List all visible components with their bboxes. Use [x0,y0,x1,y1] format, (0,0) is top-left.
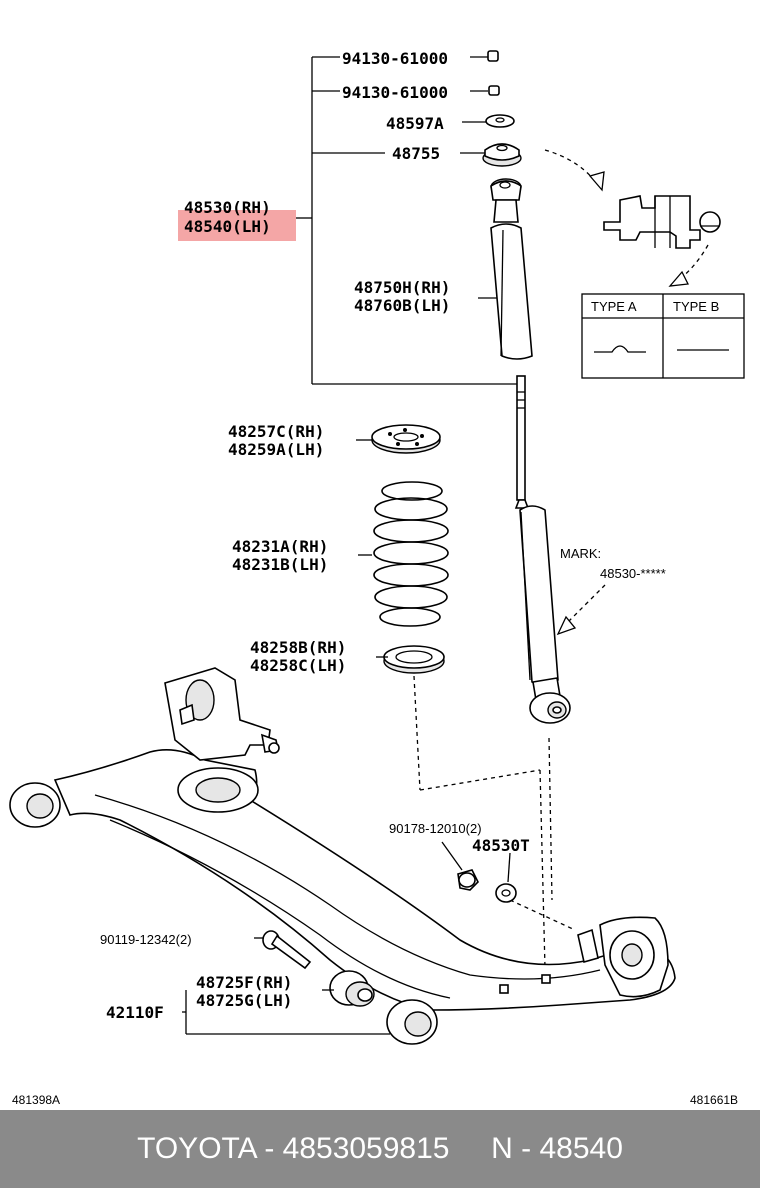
alignment-lines [413,675,576,975]
label-48725f: 48725F(RH) [196,973,292,992]
mount-cross-section [603,195,721,249]
spring-insulator-lower [383,645,445,674]
label-48530t: 48530T [472,836,530,855]
coil-spring [373,481,449,627]
label-48597a: 48597A [386,114,444,133]
label-48258c: 48258C(LH) [250,656,346,675]
spring-insulator-upper [371,424,441,454]
label-mark-code: 48530-***** [600,566,666,581]
label-48257c: 48257C(RH) [228,422,324,441]
arrow-to-mark [556,584,606,636]
label-48755: 48755 [392,144,440,163]
arrow-to-mount-detail [544,149,605,192]
type-table [581,293,745,379]
piston-rod [516,375,526,501]
label-48540-lh: 48540(LH) [184,217,271,236]
label-48231a: 48231A(RH) [232,537,328,556]
bushing-48725 [329,970,375,1007]
footer-text: TOYOTA - 4853059815 N - 48540 [137,1132,623,1165]
ref-code-left: 481398A [12,1093,60,1107]
label-48725g: 48725G(LH) [196,991,292,1010]
part-number-footer: TOYOTA - 4853059815 N - 48540 [0,1110,760,1188]
cushion-48755 [482,143,522,167]
label-48231b: 48231B(LH) [232,555,328,574]
lower-leaders [182,439,511,1035]
label-48760b: 48760B(LH) [354,296,450,315]
ref-code-right: 481661B [690,1093,738,1107]
upper-bracket [296,56,520,385]
label-type-a: TYPE A [591,299,637,314]
label-48258b: 48258B(RH) [250,638,346,657]
label-90178: 90178-12010(2) [389,821,482,836]
label-42110f: 42110F [106,1003,164,1022]
bolt-90119 [262,930,312,970]
highlight-48540 [178,210,296,241]
shock-absorber-upper [490,178,533,360]
bushing-48530t [495,883,517,903]
parts-diagram: 94130-61000 94130-61000 48597A 48755 485… [9,49,745,1107]
nut-top [487,50,499,62]
label-mark: MARK: [560,546,601,561]
label-90119: 90119-12342(2) [100,932,192,947]
nut-second [488,85,500,96]
label-48750h: 48750H(RH) [354,278,450,297]
arrow-to-type-box [668,244,709,287]
rear-axle-beam [9,667,676,1045]
shock-absorber-lower [514,499,571,724]
label-48530-rh: 48530(RH) [184,198,271,217]
label-94130-a: 94130-61000 [342,49,448,68]
washer-48597a [485,114,515,128]
label-48259a: 48259A(LH) [228,440,324,459]
label-type-b: TYPE B [673,299,719,314]
label-94130-b: 94130-61000 [342,83,448,102]
flange-nut-90178 [457,869,479,891]
